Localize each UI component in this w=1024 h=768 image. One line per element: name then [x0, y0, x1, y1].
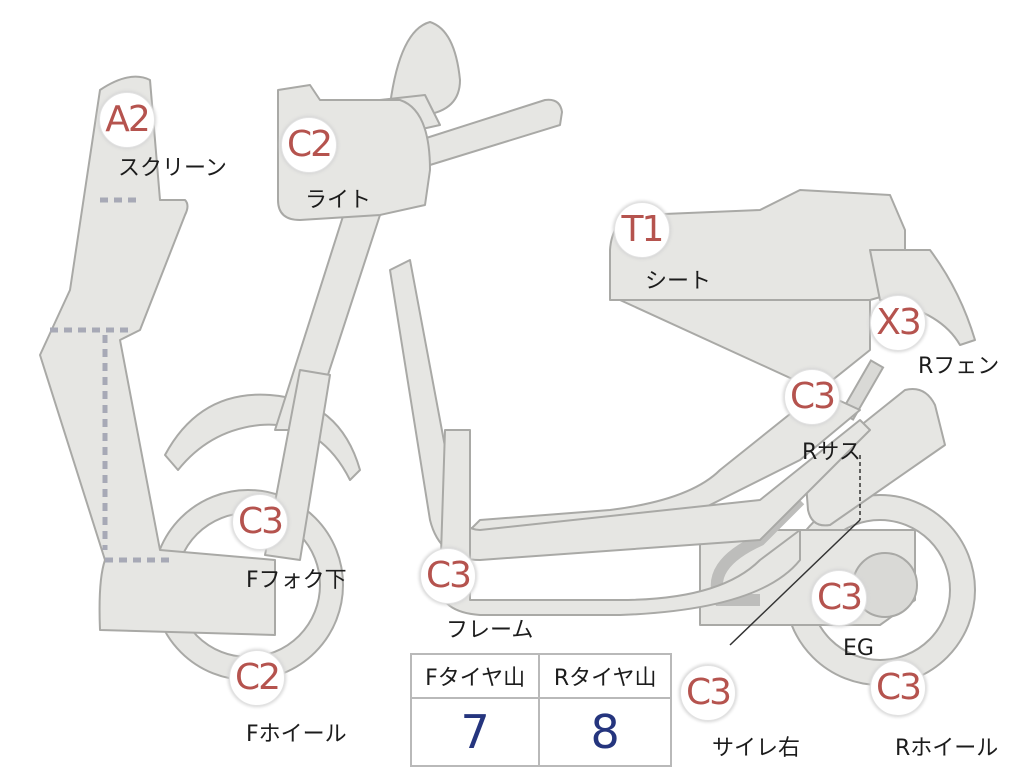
light-label: ライト: [305, 188, 372, 213]
seat-code-badge: T1: [614, 202, 670, 258]
front-wheel-label: Fホイール: [246, 722, 347, 747]
rear-suspension-code-badge: C3: [784, 369, 840, 425]
rear-wheel-code-badge: C3: [870, 660, 926, 716]
engine-code-badge: C3: [811, 570, 867, 626]
front-fork-lower-label: Fフォク下: [246, 568, 347, 593]
rear-fender-label: Rフェン: [918, 354, 1000, 379]
muffler-right-code-badge: C3: [680, 665, 736, 721]
seat-label: シート: [645, 269, 712, 294]
table-value-row: 7 8: [409, 697, 672, 767]
frame-shape: [389, 259, 871, 616]
front-tire-tread-header: Fタイヤ山: [409, 653, 541, 699]
rear-wheel-label: Rホイール: [895, 736, 999, 761]
front-tire-tread-value: 7: [409, 697, 541, 767]
rear-fender-code-badge: X3: [870, 295, 926, 351]
leg-shield-shape: [39, 75, 276, 636]
front-fork-lower-code-badge: C3: [232, 494, 288, 550]
rear-suspension-shape: [804, 359, 946, 527]
body-shape: [459, 189, 976, 541]
front-fender-shape: [164, 393, 361, 481]
tire-tread-table: Fタイヤ山 Rタイヤ山 7 8: [409, 653, 672, 767]
rear-suspension-label: Rサス: [802, 440, 861, 465]
handlebar-shape: [379, 21, 563, 166]
rear-tire-tread-header: Rタイヤ山: [538, 653, 672, 699]
table-header-row: Fタイヤ山 Rタイヤ山: [409, 653, 672, 699]
frame-label: フレーム: [446, 618, 534, 643]
screen-label: スクリーン: [118, 156, 227, 181]
engine-label: EG: [843, 636, 874, 661]
front-wheel-code-badge: C2: [229, 650, 285, 706]
muffler-right-label: サイレ右: [712, 736, 801, 761]
rear-tire-tread-value: 8: [538, 697, 672, 767]
frame-code-badge: C3: [420, 548, 476, 604]
light-code-badge: C2: [281, 117, 337, 173]
screen-code-badge: A2: [99, 92, 155, 148]
